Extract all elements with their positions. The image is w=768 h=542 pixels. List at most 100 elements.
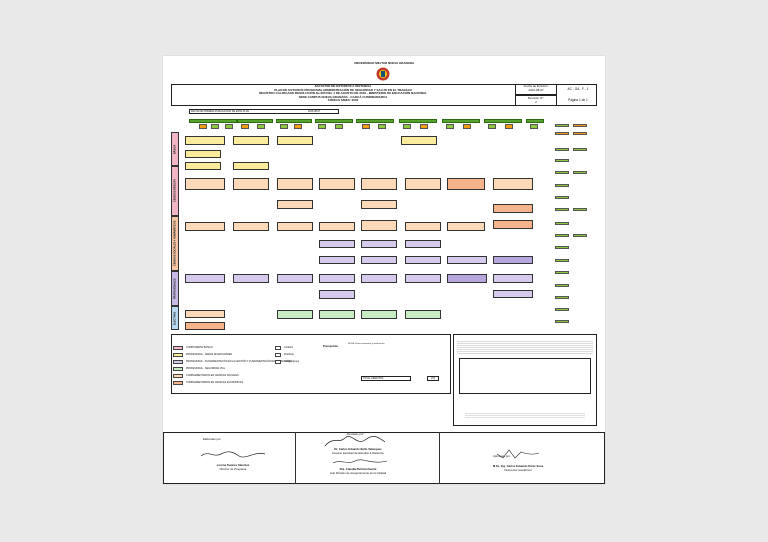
course-box xyxy=(185,310,225,318)
total-label: TOTAL CRÉDITOS xyxy=(363,376,384,380)
credit-box xyxy=(403,124,411,129)
fecha-value: 2016-08-07 xyxy=(528,88,544,92)
legend-label: COMPLEMENTARIOS EN CIENCIAS ECONÓMICAS xyxy=(186,381,244,384)
course-box xyxy=(277,136,313,145)
legend-label: PROFESIONAL - FUNDAMENTACIÓN EN LA GESTI… xyxy=(186,360,293,363)
pagina-value: Página 1 de 1 xyxy=(568,98,588,102)
aprobado-role: Vicerrector Académico xyxy=(504,468,532,472)
credit-box xyxy=(488,124,496,129)
fecha-cell xyxy=(515,84,557,95)
fechas-strip xyxy=(189,109,339,114)
semester-bar-9 xyxy=(526,119,544,123)
credit-box xyxy=(420,124,428,129)
credit-box xyxy=(257,124,265,129)
summary-cell xyxy=(573,124,587,127)
semester-bar-3 xyxy=(276,119,312,123)
course-box xyxy=(493,274,533,283)
course-box xyxy=(493,204,533,213)
band-label-sociales: CIENCIAS SOCIALES Y HUMANÍSTICAS xyxy=(171,216,179,271)
semester-bar-5 xyxy=(356,119,394,123)
course-box xyxy=(405,256,441,264)
legend-swatch xyxy=(173,345,183,350)
legend-swatch xyxy=(173,373,183,378)
course-box xyxy=(233,162,269,170)
legend-swatch xyxy=(275,345,281,350)
revision-label: Revisión N°: xyxy=(527,96,545,100)
total-value-box xyxy=(427,376,439,381)
elaborado-label: Elaborado por: xyxy=(203,437,222,441)
summary-cell xyxy=(573,171,587,174)
course-box xyxy=(233,274,269,283)
course-box xyxy=(185,150,221,158)
signature-panel xyxy=(163,432,605,484)
course-box xyxy=(405,240,441,248)
course-box xyxy=(405,178,441,190)
course-box xyxy=(319,222,355,231)
credit-box xyxy=(362,124,370,129)
course-box xyxy=(319,240,355,248)
credit-box xyxy=(280,124,288,129)
course-box xyxy=(493,178,533,190)
course-box xyxy=(319,310,355,319)
credit-box xyxy=(505,124,513,129)
course-box xyxy=(405,274,441,283)
legend-swatch xyxy=(173,380,183,385)
course-box xyxy=(405,222,441,231)
legend-mid-label: Prácticas xyxy=(284,353,294,356)
summary-cell xyxy=(555,208,569,211)
course-box xyxy=(361,220,397,231)
total-value: 154 xyxy=(431,376,435,380)
course-box xyxy=(361,274,397,283)
summary-cell xyxy=(555,184,569,187)
course-box xyxy=(185,162,221,170)
revisado2-signature xyxy=(332,459,388,464)
legend-swatch xyxy=(173,352,183,357)
legend-label: PROFESIONAL - SEGURIDAD VIAL xyxy=(186,367,226,370)
summary-cell xyxy=(555,132,569,135)
total-box xyxy=(361,376,411,381)
course-box xyxy=(447,274,487,283)
codigo-value: AC - GA - F - 1 xyxy=(567,87,589,91)
legend-nota: NOTA: Primer semestre y verificación xyxy=(348,343,385,345)
course-box xyxy=(447,178,485,190)
fechas-strip-value: 2016-08-07 xyxy=(308,109,321,113)
band-label-electivas: ELECTIVAS xyxy=(171,306,179,330)
course-box xyxy=(361,256,397,264)
university-name: UNIVERSIDAD MILITAR NUEVA GRANADA xyxy=(353,61,415,65)
semester-bar-6 xyxy=(399,119,437,123)
revisado2-name: Dra. Claudia Patricia Duarte xyxy=(339,467,377,471)
course-box xyxy=(233,222,269,231)
credit-box xyxy=(211,124,219,129)
legend-mid-item: Créditos xyxy=(275,345,293,350)
course-box xyxy=(233,136,269,145)
revisado2-role: Jefe División de Aseguramiento de la Cal… xyxy=(329,471,387,475)
revisado-role: Decano Facultad de Estudios a Distancia xyxy=(332,451,384,455)
course-box xyxy=(361,178,397,190)
summary-cell xyxy=(555,159,569,162)
signature-divider xyxy=(439,432,440,484)
revisado-label: Revisado por: xyxy=(347,432,365,436)
elaborado-role: Director de Programa xyxy=(219,467,247,471)
course-box xyxy=(319,290,355,299)
legend-item: COMPLEMENTARIOS EN CIENCIAS ECONÓMICAS xyxy=(173,380,243,385)
summary-cell xyxy=(573,208,587,211)
legend-mid-label: Créditos xyxy=(284,346,293,349)
credit-box xyxy=(446,124,454,129)
title-line-5: CÓDIGO SNIES: 0000 xyxy=(327,98,359,103)
course-box xyxy=(233,178,269,190)
credit-box xyxy=(241,124,249,129)
revision-value: 2 xyxy=(535,100,537,104)
course-box xyxy=(361,240,397,248)
summary-cell xyxy=(573,132,587,135)
course-box xyxy=(277,178,313,190)
elaborado-signature xyxy=(200,451,266,458)
legend-swatch xyxy=(275,359,281,364)
credit-box xyxy=(199,124,207,129)
title-line-3: REGISTRO CALIFICADO RESOLUCIÓN No.000 DE… xyxy=(259,91,427,96)
credit-box xyxy=(318,124,326,129)
legend-label: PROFESIONAL - ÁREAS DISCIPLINARES xyxy=(186,353,233,356)
summary-cell xyxy=(555,320,569,323)
legend-panel xyxy=(171,334,451,394)
course-box xyxy=(493,256,533,264)
credit-box xyxy=(378,124,386,129)
